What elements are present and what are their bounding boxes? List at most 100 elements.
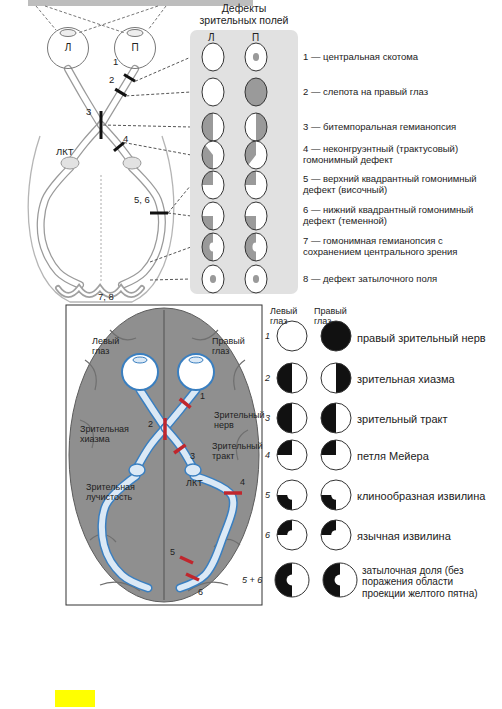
callout-number: 2 <box>148 419 153 429</box>
eye-lens <box>133 357 147 363</box>
field-background <box>321 520 351 550</box>
field-outline <box>323 563 357 597</box>
sight-line <box>45 6 125 33</box>
lesion-site: зрительная хиазма <box>357 373 499 386</box>
field-background <box>321 363 351 393</box>
field-background <box>277 440 307 470</box>
lesion-site: клинообразная извилина <box>357 490 499 503</box>
leader-line <box>150 279 191 280</box>
lgn-body <box>185 464 201 476</box>
row-number: 4 <box>265 450 270 460</box>
lesion-mark <box>150 212 168 215</box>
brain-outline <box>28 136 174 302</box>
field-background <box>277 480 307 510</box>
field-outline <box>321 520 351 550</box>
lesion-site: затылочная доля (без поражения области п… <box>362 565 492 600</box>
row-number: 6 <box>265 530 270 540</box>
visual-field <box>275 563 309 597</box>
lesion-mark <box>180 399 191 408</box>
eye-lens <box>60 30 76 37</box>
field-background <box>321 480 351 510</box>
optic-pathway <box>101 125 130 160</box>
field-defect <box>277 440 292 455</box>
field-outline <box>277 363 307 393</box>
field-background <box>277 403 307 433</box>
eye-circle: П <box>114 27 156 69</box>
structure-label: Зрительная лучистость <box>86 482 150 503</box>
highlight-mark <box>55 690 95 707</box>
lgn-body <box>123 157 141 169</box>
field-defect <box>321 403 336 433</box>
defect-description: 1 — центральная скотома <box>303 52 495 63</box>
optic-pathway-core <box>68 69 101 125</box>
row-number: 3 <box>265 413 270 423</box>
leader-line <box>126 92 191 96</box>
field-defect <box>277 520 292 535</box>
visual-field <box>277 440 307 470</box>
macular-sparing <box>331 530 341 540</box>
eye-lens <box>189 357 203 363</box>
panel-heading: Дефекты зрительных полей <box>195 2 293 26</box>
field-defect <box>321 440 336 455</box>
field-outline <box>275 563 309 597</box>
column-header: Л <box>208 32 215 44</box>
lesion-mark <box>186 574 199 580</box>
field-defect <box>275 563 292 597</box>
midline <box>101 175 102 282</box>
lesion-mark <box>174 445 185 453</box>
structure-label: Зрительный тракт <box>212 441 260 462</box>
defect-description: 7 — гомонимная гемианопсия с сохранением… <box>303 236 495 258</box>
optic-pathway <box>165 390 196 428</box>
field-defect <box>277 363 292 393</box>
lesion-mark <box>114 143 124 151</box>
optic-pathway <box>122 168 162 285</box>
row-number: 5 <box>265 490 270 500</box>
figure-frame <box>66 305 262 605</box>
lgn-body <box>129 464 145 476</box>
field-background <box>321 440 351 470</box>
eyeball <box>178 354 214 390</box>
defect-description: 5 — верхний квадрантный гомонимный дефек… <box>303 174 495 196</box>
field-defect <box>277 495 292 510</box>
visual-field <box>277 520 307 550</box>
eye-label: Л <box>48 42 88 54</box>
lesion-mark <box>115 89 126 96</box>
eyeball <box>122 354 158 390</box>
field-defect <box>336 363 351 393</box>
lesion-mark <box>100 111 103 139</box>
field-defect <box>321 495 336 510</box>
visual-field <box>321 363 351 393</box>
column-header: Правый глаз <box>314 306 360 327</box>
field-outline <box>321 403 351 433</box>
visual-field <box>277 363 307 393</box>
callout-number: 3 <box>190 451 195 461</box>
macular-sparing <box>331 490 341 500</box>
leader-line <box>150 247 191 262</box>
defect-description: 4 — неконгруэнтный (трактусовый) гомоним… <box>303 144 495 166</box>
row-number: 5 + 6 <box>242 575 262 585</box>
callout-number: 7, 8 <box>98 292 114 303</box>
visual-field <box>277 480 307 510</box>
structure-label: Правый глаз <box>212 336 256 357</box>
column-header: Левый глаз <box>270 306 308 327</box>
sight-line <box>78 6 158 33</box>
field-background <box>277 363 307 393</box>
eye-label: П <box>115 42 155 54</box>
leader-line <box>103 125 191 127</box>
visual-field <box>277 403 307 433</box>
optic-pathway <box>101 69 135 125</box>
lesion-mark <box>163 418 167 440</box>
lesion-site: зрительный тракт <box>357 413 499 426</box>
callout-number: 2 <box>109 75 114 86</box>
callout-number: 5, 6 <box>134 195 150 206</box>
brain-shape <box>69 308 259 602</box>
defects-panel: Дефекты зрительных полей <box>190 30 298 294</box>
eye-circle: Л <box>47 27 89 69</box>
lesion-site: язычная извилина <box>357 530 499 543</box>
optic-pathway-core <box>41 168 80 285</box>
callout-number: 4 <box>123 134 128 145</box>
callout-number: 4 <box>240 477 245 487</box>
optic-pathway <box>165 428 192 466</box>
brain-sulcus <box>234 360 245 390</box>
field-background <box>323 563 357 597</box>
